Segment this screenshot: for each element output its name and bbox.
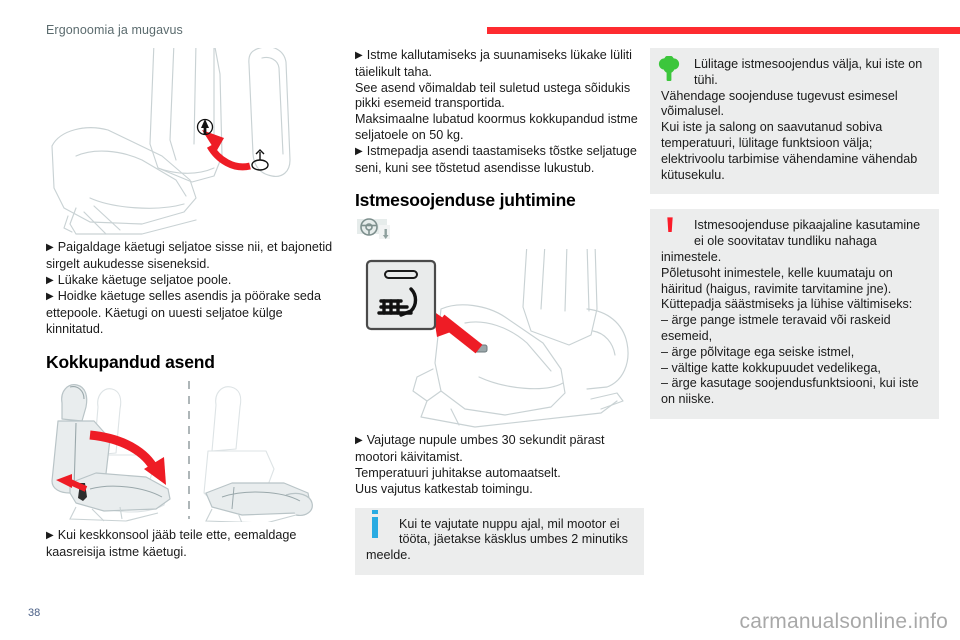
instruction-item: ▶Paigaldage käetugi seljatoe sisse nii, … [46,240,333,271]
middle-instructions: ▶Istme kallutamiseks ja suunamiseks lüka… [355,48,644,176]
eco-callout: Lülitage istmesoojendus välja, kui iste … [650,48,939,195]
instruction-item: See asend võimaldab teil suletud ustega … [355,80,631,111]
arrow-marker: ▶ [46,291,54,303]
instruction-item: Maksimaalne lubatud koormus kokkupandud … [355,112,638,142]
warning-callout-line: Põletusoht inimestele, kelle kuumataju o… [661,265,893,296]
armrest-pivot-icon [251,149,269,171]
red-arrow-switch [433,311,483,354]
eco-callout-line: Kui iste ja salong on saavutanud sobiva … [661,120,918,182]
eco-callout-lead: Lülitage istmesoojendus välja, kui iste … [694,57,923,87]
eco-tree-icon [657,55,683,82]
arrow-marker: ▶ [355,145,363,157]
instruction-item: Temperatuuri juhitakse automaatselt. [355,465,561,480]
warning-bullet: – ärge põlvitage ega seiske istmel, [661,344,855,359]
steering-wheel-icon [357,218,390,240]
section-heading-seat-heating: Istmesoojenduse juhtimine [355,190,576,211]
red-arrow-1 [202,130,251,171]
left-instructions: ▶Paigaldage käetugi seljatoe sisse nii, … [46,240,335,338]
seat-heating-illustration [365,249,629,428]
warning-callout: Istmesoojenduse pikaajaline kasutamine e… [650,209,939,419]
info-callout-rest: meelde. [366,548,411,563]
warning-bullet: – ärge pange istmele teravaid või raskei… [661,313,891,343]
warning-bullet: – ärge kasutage soojendusfunktsiooni, ku… [661,376,919,407]
instruction-item: ▶Lükake käetuge seljatoe poole. [46,272,232,287]
warning-callout-line: inimestele. [661,249,722,264]
red-arrow-fold [89,430,166,485]
folding-seats-illustration [51,380,313,522]
seat-armrest-illustration [51,48,291,235]
info-icon [362,509,388,543]
eco-callout-line: Vähendage soojenduse tugevust esimesel v… [661,88,898,119]
middle-instructions-2: ▶Vajutage nupule umbes 30 sekundit päras… [355,433,644,497]
arrow-marker: ▶ [46,529,54,541]
red-arrow-lever [56,473,88,492]
info-callout: Kui te vajutate nuppu ajal, mil mootor e… [355,507,644,575]
watermark: carmanualsonline.info [739,610,948,633]
section-heading-folded-position: Kokkupandud asend [46,351,215,372]
left-column: ▶Paigaldage käetugi seljatoe sisse nii, … [46,48,335,560]
instruction-item: ▶Istme kallutamiseks ja suunamiseks lüka… [355,48,632,79]
arrow-marker: ▶ [355,50,363,61]
middle-column: ▶Istme kallutamiseks ja suunamiseks lüka… [355,48,644,575]
warning-icon [657,216,683,237]
right-column: Lülitage istmesoojendus välja, kui iste … [650,48,939,419]
header-red-rule [487,27,960,34]
insert-direction-icon [196,118,214,136]
arrow-marker: ▶ [46,274,54,286]
left-instructions-2: ▶Kui keskkonsool jääb teile ette, eemald… [46,528,335,561]
page-number: 38 [28,607,41,619]
instruction-item: ▶Hoidke käetuge selles asendis ja pöörak… [46,289,321,336]
warning-callout-lead: Istmesoojenduse pikaajaline kasutamine e… [694,218,921,249]
arrow-marker: ▶ [355,435,363,447]
instruction-item: ▶Istmepadja asendi taastamiseks tõstke s… [355,143,637,175]
instruction-item: Uus vajutus katkestab toimingu. [355,481,533,496]
instruction-item: ▶Kui keskkonsool jääb teile ette, eemald… [46,527,297,559]
arrow-marker: ▶ [46,242,54,253]
warning-bullet: – vältige katte kokkupuudet vedelikega, [661,360,881,375]
info-callout-lead: Kui te vajutate nuppu ajal, mil mootor e… [399,516,628,547]
seat-heater-button-icon [365,260,437,331]
instruction-item: ▶Vajutage nupule umbes 30 sekundit päras… [355,433,605,465]
warning-callout-line: Küttepadja säästmiseks ja lühise vältimi… [661,297,913,312]
page-header-title: Ergonoomia ja mugavus [46,23,183,37]
